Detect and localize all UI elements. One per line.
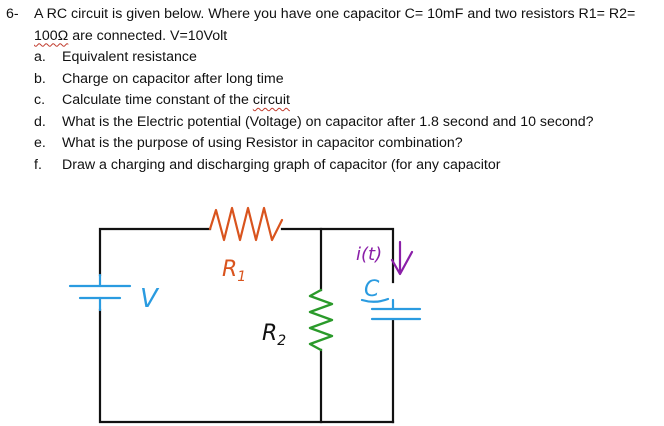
question-stem-line2: 100Ω are connected. V=10Volt	[34, 26, 227, 48]
resistor-r2-zigzag	[308, 288, 334, 352]
resistor-r1-label: R1	[222, 257, 246, 285]
resistor-r2: R2	[262, 288, 334, 352]
item-a-letter: a.	[34, 49, 46, 65]
item-b-text: Charge on capacitor after long time	[62, 70, 284, 87]
resistor-r1-zigzag	[208, 206, 284, 242]
battery-label: V	[140, 284, 160, 314]
item-c-text-main: Calculate time constant of the	[62, 92, 253, 108]
resistor-r2-label-letter: R	[262, 321, 277, 346]
capacitor-label-underline	[360, 297, 390, 303]
item-d-text: What is the Electric potential (Voltage)…	[62, 113, 594, 130]
resistor-r1-label-letter: R	[222, 257, 237, 282]
question-number: 6-	[6, 6, 19, 22]
resistor-r2-label-sub: 2	[277, 333, 286, 349]
item-f-letter: f.	[34, 156, 42, 173]
capacitor-label: C	[364, 277, 380, 302]
resistance-value: 100Ω	[34, 27, 69, 44]
item-d-letter: d.	[34, 113, 46, 130]
resistor-r1: R1	[208, 206, 284, 285]
current-arrow-head	[390, 250, 414, 276]
circuit-wires	[98, 227, 395, 424]
resistor-r2-label: R2	[262, 321, 286, 349]
wire-top-right	[280, 227, 395, 284]
wire-bottom	[98, 308, 395, 424]
item-a-text: Equivalent resistance	[62, 49, 197, 65]
item-c-text: Calculate time constant of the circuit	[62, 90, 290, 112]
battery-symbol: V	[68, 273, 160, 314]
item-e-letter: e.	[34, 135, 46, 151]
resistor-r1-label-sub: 1	[237, 269, 246, 285]
question-stem-line1: A RC circuit is given below. Where you h…	[34, 6, 636, 22]
current-indicator: i(t)	[356, 240, 414, 276]
item-f-text: Draw a charging and discharging graph of…	[62, 156, 501, 173]
current-label: i(t)	[356, 244, 382, 265]
wire-top-left	[98, 227, 212, 277]
item-c-letter: c.	[34, 92, 46, 108]
item-b-letter: b.	[34, 70, 46, 87]
capacitor-symbol: C	[360, 277, 422, 321]
item-c-text-underlined: circuit	[252, 92, 290, 108]
item-e-text: What is the purpose of using Resistor in…	[62, 135, 463, 151]
question-stem-line2-rest: are connected. V=10Volt	[68, 27, 228, 44]
rc-circuit-diagram: V R1 R2 C i(t)	[68, 206, 422, 424]
